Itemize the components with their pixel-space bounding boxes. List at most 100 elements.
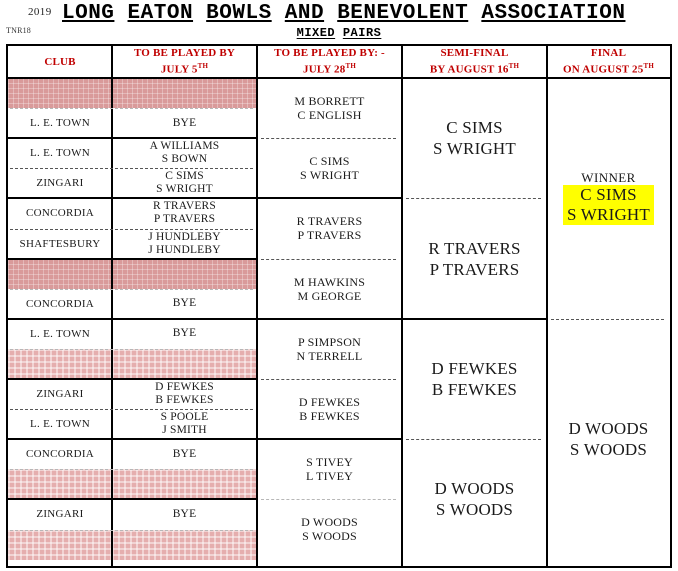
player-name: P TRAVERS — [429, 259, 520, 279]
document-code: TNR18 — [6, 26, 31, 35]
player-name: S BOWN — [161, 153, 208, 166]
row-divider — [8, 498, 257, 501]
row-divider-dashed — [261, 499, 396, 501]
column-header-line1: TO BE PLAYED BY — [133, 47, 236, 60]
row-divider-dashed — [406, 198, 541, 200]
row-divider-dashed — [261, 138, 396, 140]
row-divider-dashed — [261, 379, 396, 380]
club-cell: CONCORDIA — [25, 207, 95, 220]
club-cell: CONCORDIA — [25, 448, 95, 461]
club-cell: L. E. TOWN — [29, 147, 91, 160]
player-name: B FEWKES — [299, 409, 360, 424]
row-divider — [257, 197, 402, 200]
player-name: S WRIGHT — [299, 168, 360, 183]
row-divider — [402, 317, 547, 320]
page-subtitle: MIXED PAIRS — [296, 26, 382, 40]
round1-entry-empty — [112, 469, 257, 500]
club-cell: ZINGARI — [36, 177, 84, 190]
round1-entry-empty — [112, 348, 257, 379]
column-header-line2: JULY 5TH — [160, 62, 209, 76]
row-divider — [8, 77, 670, 79]
player-name: S WOODS — [569, 440, 648, 460]
player-name: N TERRELL — [296, 348, 363, 363]
year-label: 2019 — [28, 6, 52, 18]
player-name: D WOODS — [301, 515, 358, 530]
row-divider — [8, 137, 257, 140]
club-cell-empty — [8, 469, 112, 500]
row-divider — [8, 378, 257, 380]
player-name: D FEWKES — [155, 381, 214, 394]
player-name: BYE — [172, 507, 197, 520]
row-divider-dashed — [10, 469, 253, 471]
column-header-final: FINAL ON AUGUST 25TH — [547, 46, 670, 78]
row-divider-dashed — [10, 409, 253, 411]
player-name: R TRAVERS — [152, 200, 217, 213]
player-name: S POOLE — [160, 411, 209, 424]
player-name: C SIMS — [165, 170, 204, 183]
row-divider — [8, 317, 257, 320]
row-divider — [257, 438, 402, 441]
player-name: J HUNDLEBY — [148, 243, 221, 256]
column-header-to-be-played-by: TO BE PLAYED BY: -JULY 28TH — [257, 46, 402, 78]
player-name: P SIMPSON — [297, 334, 362, 349]
row-divider-dashed — [10, 228, 253, 230]
player-name: C SIMS — [580, 185, 637, 205]
column-header-club: CLUB — [8, 46, 112, 78]
player-name: R TRAVERS — [296, 214, 363, 229]
club-cell: ZINGARI — [36, 388, 84, 401]
round1-entry: BYE — [112, 289, 257, 319]
player-name: C ENGLISH — [297, 108, 362, 123]
row-divider — [257, 317, 402, 320]
row-divider — [8, 197, 257, 200]
club-cell-empty — [8, 348, 112, 379]
column-header-line1: FINAL — [590, 47, 627, 60]
winner-label: WINNER — [581, 170, 636, 186]
round1-entry: BYE — [112, 499, 257, 529]
player-name: BYE — [172, 447, 197, 460]
row-divider-dashed — [406, 439, 541, 441]
club-cell: L. E. TOWN — [29, 418, 91, 431]
column-header-line1: CLUB — [44, 55, 76, 68]
column-header-to-be-played-by: TO BE PLAYED BY JULY 5TH — [112, 46, 257, 78]
player-name: A WILLIAMS — [149, 140, 220, 153]
club-cell: L. E. TOWN — [29, 327, 91, 340]
player-name: L TIVEY — [305, 469, 354, 484]
player-name: M BORRETT — [294, 94, 365, 109]
column-header-line2: ON AUGUST 25TH — [563, 62, 654, 76]
player-name: P TRAVERS — [297, 228, 362, 243]
player-name: BYE — [172, 297, 197, 310]
row-divider-dashed — [261, 258, 396, 260]
player-name: S TIVEY — [306, 455, 353, 470]
row-divider-dashed — [551, 318, 664, 320]
column-header-line1: SEMI-FINAL — [440, 47, 509, 60]
round1-entry-empty — [112, 529, 257, 560]
club-cell: SHAFTESBURY — [19, 237, 101, 250]
player-name: C SIMS — [309, 154, 350, 169]
row-divider — [8, 438, 257, 441]
row-divider-dashed — [10, 288, 253, 290]
player-name: D WOODS — [434, 479, 515, 499]
player-name: BYE — [172, 116, 197, 129]
player-name: P TRAVERS — [153, 213, 216, 226]
column-divider — [111, 46, 113, 566]
player-name: BYE — [172, 327, 197, 340]
row-divider-dashed — [10, 168, 253, 170]
club-cell: CONCORDIA — [25, 297, 95, 310]
column-header-line2: JULY 28TH — [303, 62, 356, 76]
